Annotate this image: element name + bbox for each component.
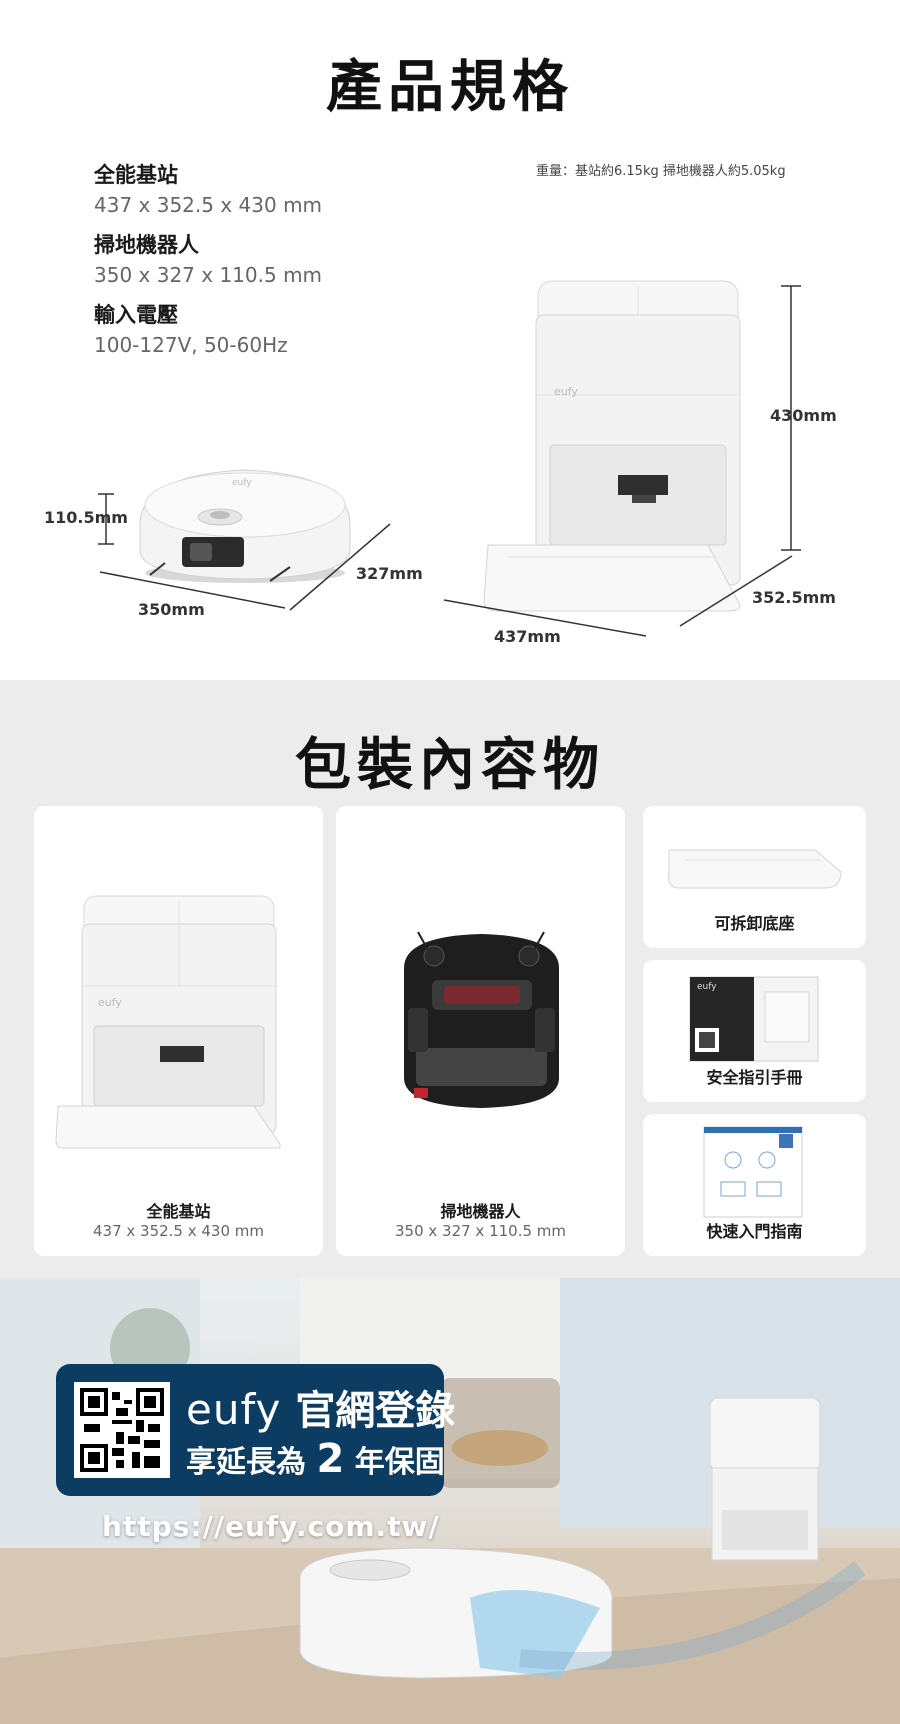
spec-name: 掃地機器人 (94, 233, 199, 257)
promo-warranty-line: 享延長為 2 年保固 (186, 1436, 445, 1482)
card-sub: 437 x 352.5 x 430 mm (92, 1222, 265, 1240)
spec-item-voltage: 輸入電壓 100-127V, 50-60Hz (94, 300, 322, 360)
spec-name: 輸入電壓 (94, 303, 178, 327)
station-depth-label: 352.5mm (752, 588, 836, 607)
website-link[interactable]: https://eufy.com.tw/ (102, 1510, 440, 1543)
robot-vacuum-underside-image (404, 931, 559, 1108)
station-height-label: 430mm (770, 406, 837, 425)
spec-section: 產品規格 全能基站 437 x 352.5 x 430 mm 掃地機器人 350… (0, 0, 900, 680)
qr-code[interactable] (74, 1382, 170, 1478)
warranty-years: 2 (316, 1436, 345, 1482)
robot-depth-label: 327mm (356, 564, 423, 583)
quick-start-guide-image (703, 1126, 803, 1218)
robot-vacuum-image (139, 469, 351, 583)
living-room-background (0, 1278, 900, 1724)
warranty-promo-box: eufy 官網登錄 享延長為 2 年保固 (56, 1364, 455, 1496)
qr-code-icon (80, 1388, 164, 1472)
spec-value: 437 x 352.5 x 430 mm (94, 193, 323, 217)
spec-value: 350 x 327 x 110.5 mm (94, 263, 323, 287)
card-label: 全能基站 (146, 1202, 211, 1221)
promo-register-text: 官網登錄 (295, 1388, 456, 1434)
warranty-post: 年保固 (354, 1445, 445, 1480)
card-label: 安全指引手冊 (706, 1068, 803, 1087)
base-station-image (483, 280, 741, 612)
robot-height-label: 110.5mm (44, 508, 128, 527)
base-station-image (55, 895, 281, 1149)
warranty-pre: 享延長為 (186, 1445, 306, 1480)
spec-item-robot: 掃地機器人 350 x 327 x 110.5 mm (94, 230, 322, 290)
station-logo-text: eufy (554, 385, 578, 398)
weight-note: 重量：基站約6.15kg 掃地機器人約5.05kg (536, 164, 786, 179)
package-card-safety-manual: eufy 安全指引手冊 (643, 960, 866, 1102)
promo-heading: eufy 官網登錄 (186, 1378, 455, 1436)
package-card-station: eufy 全能基站 437 x 352.5 x 430 mm (34, 806, 323, 1256)
package-card-removable-base: 可拆卸底座 (643, 806, 866, 948)
spec-title: 產品規格 (326, 55, 574, 120)
removable-base-image (668, 849, 842, 889)
spec-list: 全能基站 437 x 352.5 x 430 mm 掃地機器人 350 x 32… (94, 160, 322, 370)
package-title: 包裝內容物 (295, 733, 605, 798)
card-label: 快速入門指南 (706, 1222, 803, 1241)
spec-value: 100-127V, 50-60Hz (94, 333, 288, 357)
package-card-robot: 掃地機器人 350 x 327 x 110.5 mm (336, 806, 625, 1256)
robot-logo-text: eufy (232, 478, 252, 488)
safety-manual-image (689, 976, 819, 1062)
spec-name: 全能基站 (94, 163, 178, 187)
card-label: 可拆卸底座 (714, 914, 795, 933)
station-logo-text: eufy (98, 996, 122, 1009)
card-label: 掃地機器人 (440, 1202, 521, 1221)
station-dimension-lines (443, 285, 801, 637)
robot-width-label: 350mm (138, 600, 205, 619)
eufy-logo: eufy (186, 1385, 282, 1434)
spec-item-station: 全能基站 437 x 352.5 x 430 mm (94, 160, 322, 220)
manual-logo-text: eufy (697, 982, 717, 992)
card-sub: 350 x 327 x 110.5 mm (394, 1222, 567, 1240)
robot-dimension-lines (98, 493, 391, 611)
package-section: 包裝內容物 eufy 全能基站 437 x 352.5 x 430 mm (0, 680, 900, 1278)
station-width-label: 437mm (494, 627, 561, 646)
package-card-quick-start-guide: 快速入門指南 (643, 1114, 866, 1256)
promo-banner: eufy 官網登錄 享延長為 2 年保固 https://eufy.com.tw… (0, 1278, 900, 1724)
